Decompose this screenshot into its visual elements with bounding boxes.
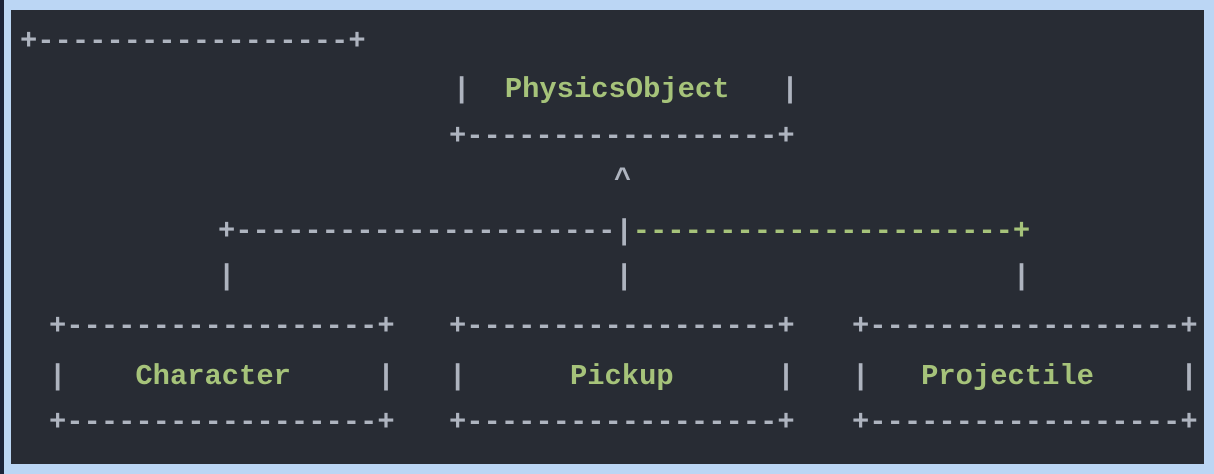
box-right-edge: | [673,360,795,393]
class-name-character: Character [135,360,291,393]
pickup-top-border: +------------------+ [449,310,795,343]
projectile-label-row: | Projectile | [852,354,1198,400]
character-top-border: +------------------+ [49,310,395,343]
box-right-edge: | [1093,360,1198,393]
branch-drop-lines: | | | [218,260,1031,293]
physicsobject-bottom-border: +------------------+ [449,120,795,153]
connector-green-segment: ----------------------+ [632,215,1031,248]
box-left-edge: | [449,360,570,393]
inheritance-arrow-icon: ^ [614,163,632,196]
stray-top-border-line: +------------------+ [20,25,366,58]
connector-gray-segment: +----------------------| [218,215,633,248]
character-bottom-border: +------------------+ [49,406,395,439]
projectile-top-border: +------------------+ [852,310,1198,343]
projectile-bottom-border: +------------------+ [852,406,1198,439]
class-name-physicsobject: PhysicsObject [504,73,730,106]
branch-connector-row: +----------------------|----------------… [218,209,1030,255]
box-right-edge: | [290,360,395,393]
box-left-edge: | [49,360,136,393]
pickup-label-row: | Pickup | [449,354,795,400]
pickup-bottom-border: +------------------+ [449,406,795,439]
diagram-panel: +------------------+ | PhysicsObject | +… [4,0,1214,474]
character-label-row: | Character | [49,354,395,400]
box-right-edge: | [729,73,799,106]
box-left-edge: | [852,360,922,393]
physicsobject-label-row: | PhysicsObject | [453,67,799,113]
class-name-pickup: Pickup [569,360,674,393]
ascii-diagram: +------------------+ | PhysicsObject | +… [11,10,1204,464]
class-name-projectile: Projectile [921,360,1094,393]
box-left-edge: | [453,73,505,106]
